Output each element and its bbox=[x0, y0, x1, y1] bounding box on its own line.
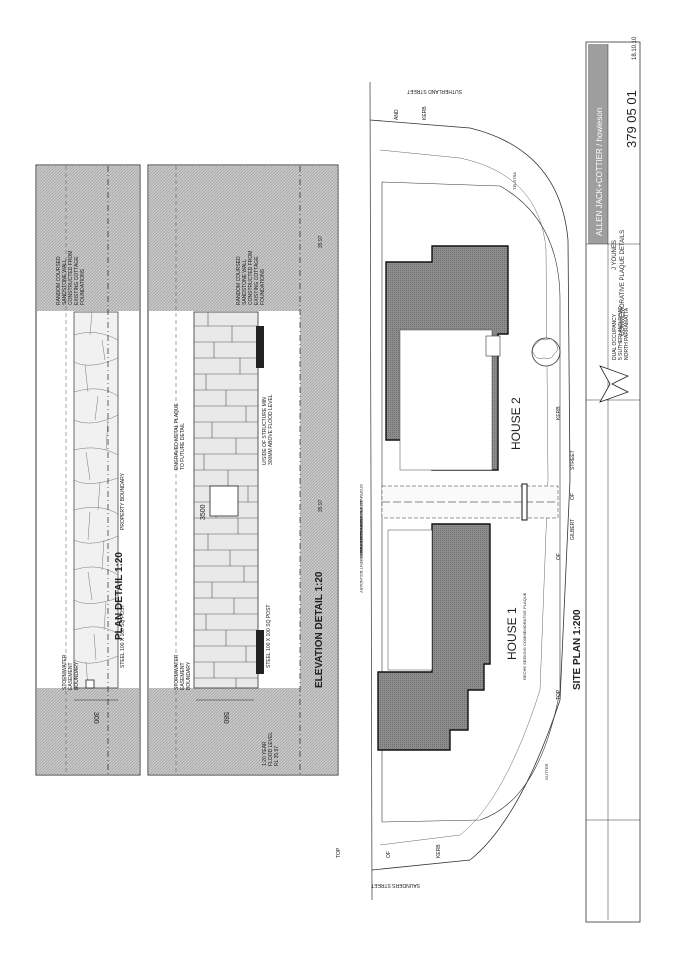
title-block-firm: ALLEN JACK+COTTIER / howieson bbox=[595, 108, 604, 236]
house-1-label: HOUSE 1 bbox=[505, 607, 519, 660]
property-boundary-label: PROPERTY BOUNDARY bbox=[359, 508, 364, 554]
elevation-post-top bbox=[256, 326, 264, 368]
house-1-footprint bbox=[377, 523, 491, 751]
plan-label-stormwater-1: STORMWATER bbox=[62, 654, 68, 690]
easement-top-label: STORMWATER EASEMENT BOUNDARY bbox=[359, 484, 364, 559]
plan-label-property: PROPERTY BOUNDARY bbox=[120, 472, 126, 530]
elevation-post-bottom bbox=[256, 630, 264, 674]
elevation-plaque bbox=[209, 485, 239, 517]
tree-foliage bbox=[532, 338, 558, 359]
plan-detail-top-hatch bbox=[37, 166, 139, 311]
plan-stone-wall bbox=[73, 311, 119, 689]
easement-bottom-label: STORMWATER EASEMENT BOUNDARY bbox=[359, 518, 364, 593]
road-word-mid-2: OF bbox=[556, 553, 562, 560]
title-block-firm-band bbox=[588, 44, 608, 244]
kerb-outer bbox=[369, 81, 373, 901]
title-block-project-1: DUAL OCCUPANCY bbox=[612, 313, 618, 360]
title-block-date: 18.10.10 bbox=[632, 36, 638, 60]
street-top-label: SUTHERLAND STREET bbox=[407, 88, 462, 94]
gilbert-word-1: GILBERT bbox=[570, 519, 576, 540]
elevation-rl-top: 35.97 bbox=[318, 235, 324, 248]
plan-detail: 300 PLAN DETAIL 1:20 STEEL 100 X 100 SQ … bbox=[35, 164, 141, 776]
house-2-porch bbox=[485, 335, 501, 357]
elevation-label-steel: STEEL 100 X 100 SQ POST bbox=[266, 605, 272, 668]
site-plan: SITE PLAN 1:200 HOUSE 1 HOUSE 2 SUTHERLA… bbox=[336, 81, 583, 901]
kerb-top bbox=[369, 119, 571, 871]
house-2-label: HOUSE 2 bbox=[509, 397, 523, 450]
gutter-label: GUTTER bbox=[544, 763, 549, 780]
title-block-project-2: 5 SUTHERLAND ROAD bbox=[618, 306, 624, 360]
road-word-right-1: KERB bbox=[422, 106, 428, 120]
plaque-marker bbox=[521, 483, 528, 521]
plan-label-steel: STEEL 100 X 100 SQ POST bbox=[120, 605, 126, 668]
plan-label-wall-3: CONSTRUCTED FROM bbox=[68, 251, 74, 305]
gilbert-word-2: OF bbox=[570, 493, 576, 500]
elevation-ground-band bbox=[300, 166, 337, 774]
elevation-label-wall-1: RANDOM COURSED bbox=[236, 256, 242, 305]
road-word-mid-1: TOP bbox=[556, 689, 562, 700]
elevation-dim-580: 580 bbox=[222, 712, 229, 724]
site-plan-title: SITE PLAN 1:200 bbox=[572, 609, 583, 690]
plan-label-wall-2: SANDSTONE WALL bbox=[62, 259, 68, 305]
telstra-label: TELSTRA bbox=[512, 172, 517, 190]
title-block-drawing: COMMEMORATIVE PLAQUE DETAILS bbox=[620, 230, 626, 336]
plan-detail-bottom-hatch bbox=[37, 688, 139, 774]
title-block: ALLEN JACK+COTTIER / howieson 379 05 01 … bbox=[585, 36, 641, 923]
elevation-flood-1: 1:20 YEAR bbox=[262, 741, 268, 766]
elevation-rl-mid: 35.97 bbox=[318, 499, 324, 512]
elevation-label-wall-2: SANDSTONE WALL bbox=[242, 259, 248, 305]
plan-stone-pattern bbox=[73, 311, 119, 689]
plan-label-wall-5: FOUNDATIONS bbox=[80, 268, 86, 305]
house-2-driveway bbox=[399, 329, 493, 471]
house-1-driveway bbox=[387, 529, 433, 671]
elevation-dim-3500: 3500 bbox=[200, 504, 207, 520]
gilbert-word-3: STREET bbox=[570, 450, 576, 470]
elevation-label-plaque-1: ENGRAVED METAL PLAQUE bbox=[174, 402, 180, 470]
elevation-flood-3: RL 35.97 bbox=[274, 746, 280, 766]
tree bbox=[531, 337, 561, 367]
elevation-label-stormwater-3: BOUNDARY bbox=[186, 661, 192, 690]
road-word-left-1: TOP bbox=[336, 847, 342, 858]
plan-steel-post bbox=[85, 679, 95, 689]
kerb-top-inner bbox=[379, 149, 549, 846]
title-block-client: J YOUNES bbox=[612, 240, 618, 270]
elevation-label-plaque-2: TO FUTURE DETAIL bbox=[180, 423, 186, 470]
plan-label-wall-1: RANDOM COURSED bbox=[56, 256, 62, 305]
road-word-left-3: KERB bbox=[436, 844, 442, 858]
property-outline bbox=[381, 181, 561, 823]
street-bottom-label: SAUNDERS STREET bbox=[371, 882, 420, 888]
elevation-label-stormwater-1: STORMWATER bbox=[174, 654, 180, 690]
elevation-label-underside-2: 300MM ABOVE FLOOD LEVEL bbox=[268, 394, 274, 465]
elevation-flood-2: FLOOD LEVEL bbox=[268, 732, 274, 766]
easement-pipe-label: 450 DIA STORMWATER PIPE bbox=[359, 500, 364, 554]
road-word-left-2: OF bbox=[386, 851, 392, 858]
plan-label-stormwater-3: BOUNDARY bbox=[74, 661, 80, 690]
north-arrow-icon bbox=[599, 365, 630, 403]
elevation-stone-pattern bbox=[194, 312, 258, 688]
title-block-project-3: NORTH PARRAMATTA bbox=[624, 307, 630, 360]
plan-dim-300: 300 bbox=[92, 712, 99, 724]
elevation-label-stormwater-2: EASEMENT bbox=[180, 662, 186, 690]
plan-label-stormwater-2: EASEMENT bbox=[68, 662, 74, 690]
elevation-detail-title: ELEVATION DETAIL 1:20 bbox=[314, 571, 325, 688]
plan-label-wall-4: EXISTING COTTAGE bbox=[74, 256, 80, 305]
elevation-label-wall-4: EXISTING COTTAGE bbox=[254, 256, 260, 305]
title-block-number: 379 05 01 bbox=[624, 90, 639, 148]
elevation-label-wall-3: CONSTRUCTED FROM bbox=[248, 251, 254, 305]
elevation-detail: 580 3500 ELEVATION DETAIL 1:20 35.97 35.… bbox=[147, 164, 339, 776]
plaque-note: RECHE SEEKING COMMEMORATIVE PLAQUE bbox=[522, 592, 527, 680]
road-word-mid-3: KERB bbox=[556, 406, 562, 420]
elevation-label-underside-1: U/SIDE OF STRUCTURE MIN bbox=[262, 397, 268, 465]
plan-detail-title: PLAN DETAIL 1:20 bbox=[114, 552, 125, 640]
road-word-right-2: AND bbox=[394, 109, 400, 120]
elevation-label-wall-5: FOUNDATIONS bbox=[260, 268, 266, 305]
